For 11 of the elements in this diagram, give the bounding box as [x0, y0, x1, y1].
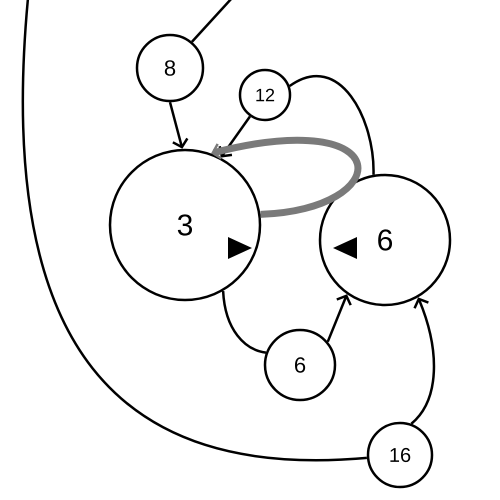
arrow	[218, 116, 251, 158]
circle-node: 6	[264, 328, 336, 402]
circle-node: 8	[136, 34, 204, 102]
circle-node: 16	[366, 422, 434, 488]
circle-node: 3	[108, 148, 262, 302]
arrow	[410, 297, 436, 425]
arrow	[211, 136, 361, 218]
arrow	[168, 102, 188, 149]
circle-node: 6	[318, 174, 452, 306]
circle-node: 12	[238, 68, 292, 122]
arrow	[326, 294, 352, 342]
